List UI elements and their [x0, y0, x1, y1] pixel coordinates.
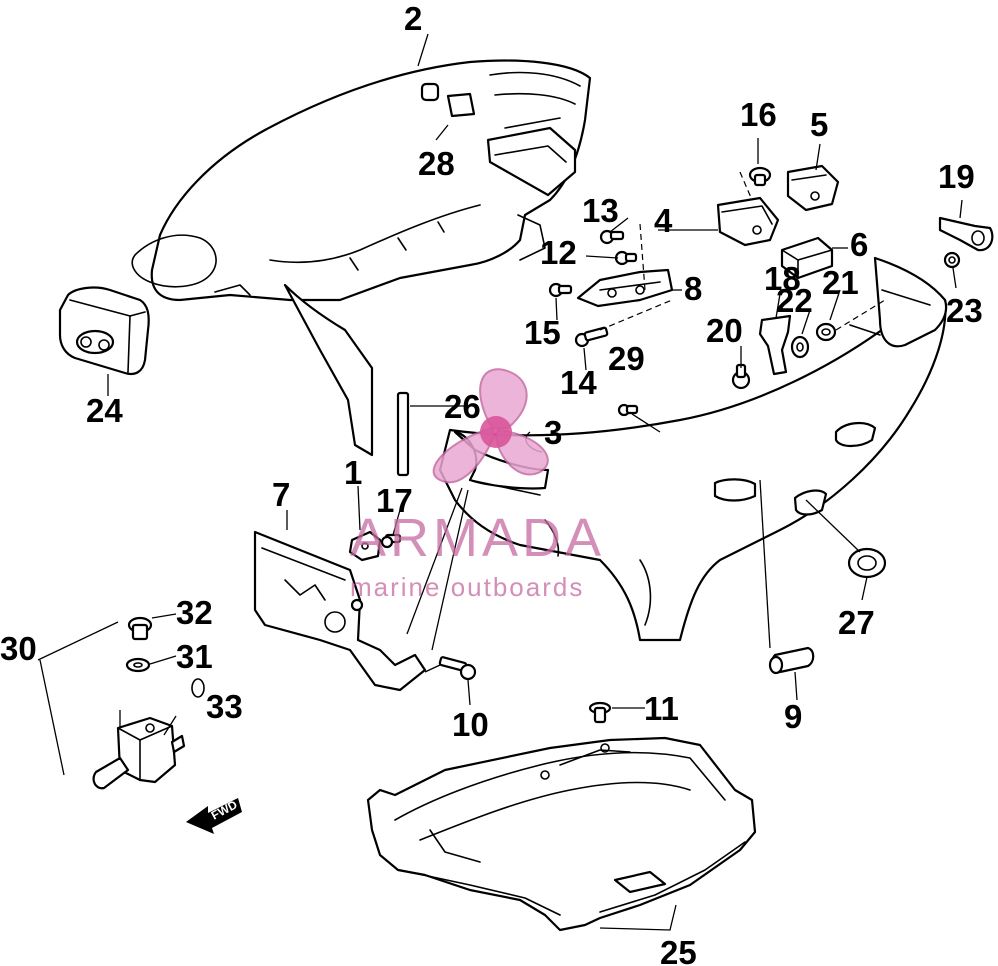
- part-10-bolt[interactable]: [438, 656, 477, 681]
- part-15-screw[interactable]: [548, 282, 573, 298]
- watermark-tagline: marine outboards: [350, 572, 584, 602]
- callout-21: 21: [822, 264, 859, 301]
- callout-33: 33: [206, 688, 243, 725]
- part-4-latch-bracket[interactable]: [716, 196, 780, 247]
- callout-24: 24: [86, 392, 123, 429]
- callout-30: 30: [0, 630, 37, 667]
- part-19-latch-key[interactable]: [938, 216, 994, 252]
- armada-watermark: ARMADA marine outboards: [350, 368, 605, 602]
- part-14-screw[interactable]: [574, 326, 609, 348]
- callout-7: 7: [272, 476, 290, 513]
- callout-5: 5: [810, 106, 828, 143]
- part-18-bracket[interactable]: [758, 314, 792, 376]
- leader-lines: [37, 33, 963, 931]
- callout-19: 19: [938, 158, 975, 195]
- part-32-bolt[interactable]: [127, 616, 153, 641]
- callout-4: 4: [654, 202, 673, 239]
- callout-12: 12: [540, 234, 577, 271]
- part-1-clip[interactable]: [348, 530, 382, 562]
- part-7-side-cover[interactable]: [253, 530, 427, 692]
- part-30-fuel-connector[interactable]: [92, 716, 186, 790]
- part-26-seal-strip[interactable]: [396, 391, 410, 477]
- part-5-latch[interactable]: [786, 164, 840, 212]
- part-6-block[interactable]: [780, 236, 834, 280]
- callout-20: 20: [706, 312, 743, 349]
- callout-26: 26: [444, 388, 481, 425]
- callout-9: 9: [784, 698, 802, 735]
- part-2-top-cowling[interactable]: [131, 59, 592, 457]
- callout-6: 6: [850, 226, 868, 263]
- part-16-screw[interactable]: [748, 166, 772, 187]
- part-11-plug[interactable]: [588, 701, 612, 724]
- callout-22: 22: [776, 282, 813, 319]
- part-25-gasket[interactable]: [366, 736, 757, 932]
- part-24-grommet[interactable]: [58, 286, 150, 376]
- part-13-screw[interactable]: [599, 229, 625, 245]
- part-31-washer[interactable]: [125, 657, 151, 673]
- callout-8: 8: [684, 270, 702, 307]
- callout-1: 1: [344, 454, 362, 491]
- callout-10: 10: [452, 706, 489, 743]
- propeller-logo-icon: [432, 368, 549, 484]
- callout-15: 15: [524, 314, 561, 351]
- callout-16: 16: [740, 96, 777, 133]
- callout-14: 14: [560, 364, 597, 401]
- watermark-brand: ARMADA: [350, 508, 605, 568]
- callout-25: 25: [660, 934, 697, 966]
- callout-3: 3: [544, 414, 562, 451]
- callout-27: 27: [838, 604, 875, 641]
- callout-23: 23: [946, 292, 983, 329]
- forward-arrow-icon: FWD: [186, 797, 242, 834]
- part-23-nut[interactable]: [943, 251, 961, 269]
- part-8-lever[interactable]: [576, 268, 674, 308]
- callout-11: 11: [644, 690, 679, 727]
- part-9-latch-pin[interactable]: [768, 646, 815, 675]
- callout-17: 17: [376, 482, 413, 519]
- callout-18: 18: [764, 260, 801, 297]
- callout-29: 29: [608, 340, 645, 377]
- part-22-washer[interactable]: [790, 335, 810, 359]
- part-17-screw[interactable]: [380, 533, 402, 549]
- callout-28: 28: [418, 145, 455, 182]
- callout-31: 31: [176, 638, 213, 675]
- part-29-screw[interactable]: [617, 403, 639, 417]
- callout-32: 32: [176, 594, 213, 631]
- callout-13: 13: [582, 192, 619, 229]
- part-12-screw[interactable]: [614, 250, 638, 266]
- callout-2: 2: [404, 0, 422, 37]
- part-20-bolt[interactable]: [731, 363, 751, 390]
- part-21-washer[interactable]: [815, 322, 837, 342]
- part-33-o-ring[interactable]: [191, 678, 205, 698]
- part-27-grommet-ring[interactable]: [847, 547, 887, 579]
